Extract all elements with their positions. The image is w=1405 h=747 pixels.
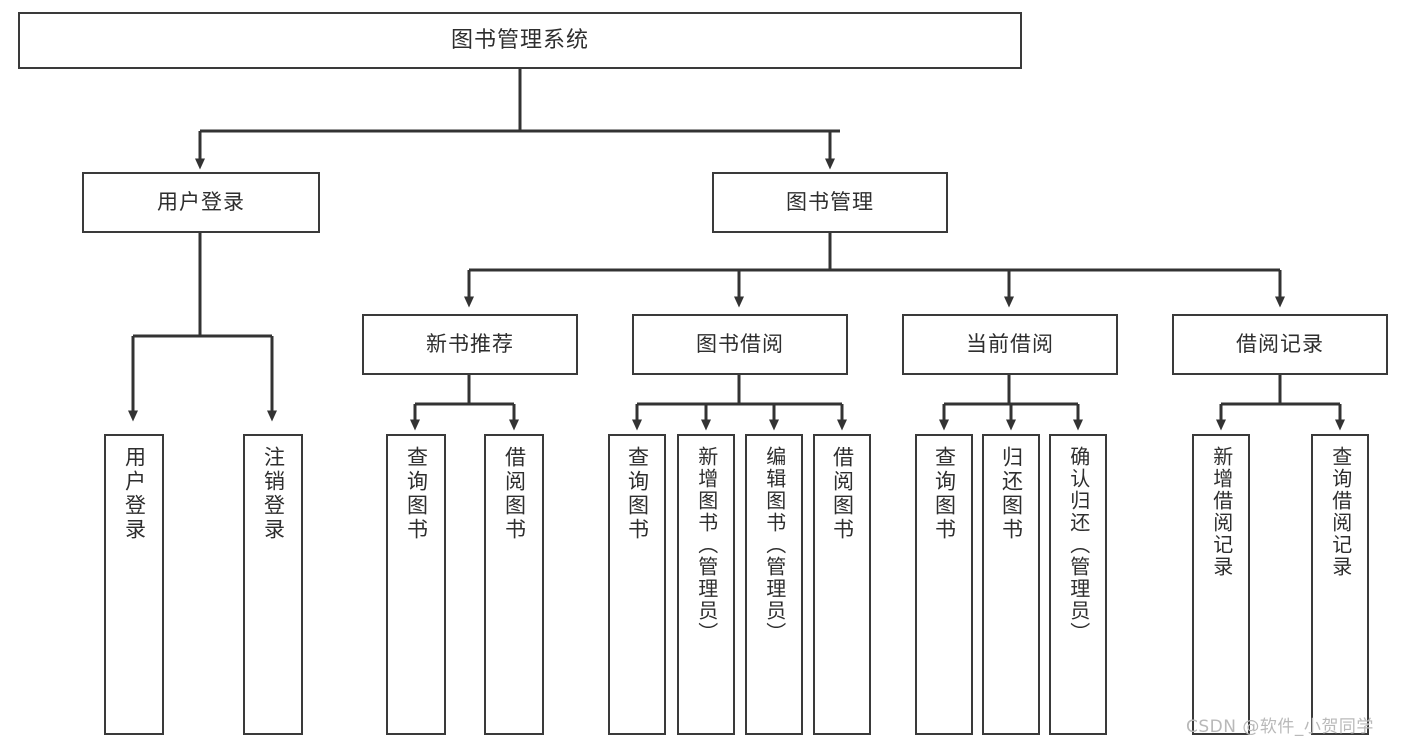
node-label: 借阅图书 <box>502 446 527 542</box>
leaf-book-borrow-query-book[interactable]: 查询图书 <box>608 434 666 735</box>
node-book-borrow[interactable]: 图书借阅 <box>632 314 848 375</box>
node-label: 图书管理 <box>786 190 874 215</box>
node-label: 查询图书 <box>404 446 429 542</box>
node-user-login[interactable]: 用户登录 <box>82 172 320 233</box>
leaf-book-borrow-edit-book-admin[interactable]: 编辑图书（管理员） <box>745 434 803 735</box>
node-label: 图书借阅 <box>696 332 784 357</box>
node-label: 查询借阅记录 <box>1328 446 1353 578</box>
node-label: 注销登录 <box>261 446 286 542</box>
node-label: 当前借阅 <box>966 332 1054 357</box>
node-label: 图书管理系统 <box>450 27 589 53</box>
leaf-borrow-record-query-record[interactable]: 查询借阅记录 <box>1311 434 1369 735</box>
leaf-borrow-record-add-record[interactable]: 新增借阅记录 <box>1192 434 1250 735</box>
node-label: 确认归还（管理员） <box>1066 446 1091 644</box>
node-label: 借阅记录 <box>1236 332 1324 357</box>
leaf-user-login-login[interactable]: 用户登录 <box>104 434 164 735</box>
node-label: 编辑图书（管理员） <box>762 446 787 644</box>
node-borrow-record[interactable]: 借阅记录 <box>1172 314 1388 375</box>
node-label: 用户登录 <box>157 190 245 215</box>
node-label: 借阅图书 <box>830 446 855 542</box>
leaf-current-borrow-return-book[interactable]: 归还图书 <box>982 434 1040 735</box>
node-label: 新增图书（管理员） <box>694 446 719 644</box>
node-label: 查询图书 <box>625 446 650 542</box>
leaf-current-borrow-query-book[interactable]: 查询图书 <box>915 434 973 735</box>
node-new-book-recommend[interactable]: 新书推荐 <box>362 314 578 375</box>
leaf-current-borrow-confirm-return-admin[interactable]: 确认归还（管理员） <box>1049 434 1107 735</box>
node-label: 新书推荐 <box>426 332 514 357</box>
node-label: 归还图书 <box>999 446 1024 542</box>
leaf-book-borrow-borrow-book[interactable]: 借阅图书 <box>813 434 871 735</box>
leaf-new-book-borrow-book[interactable]: 借阅图书 <box>484 434 544 735</box>
node-root-book-management-system[interactable]: 图书管理系统 <box>18 12 1022 69</box>
leaf-user-login-logout[interactable]: 注销登录 <box>243 434 303 735</box>
node-label: 查询图书 <box>932 446 957 542</box>
node-current-borrow[interactable]: 当前借阅 <box>902 314 1118 375</box>
leaf-new-book-query-book[interactable]: 查询图书 <box>386 434 446 735</box>
node-label: 用户登录 <box>122 446 147 542</box>
node-label: 新增借阅记录 <box>1209 446 1234 578</box>
leaf-book-borrow-add-book-admin[interactable]: 新增图书（管理员） <box>677 434 735 735</box>
node-book-management[interactable]: 图书管理 <box>712 172 948 233</box>
